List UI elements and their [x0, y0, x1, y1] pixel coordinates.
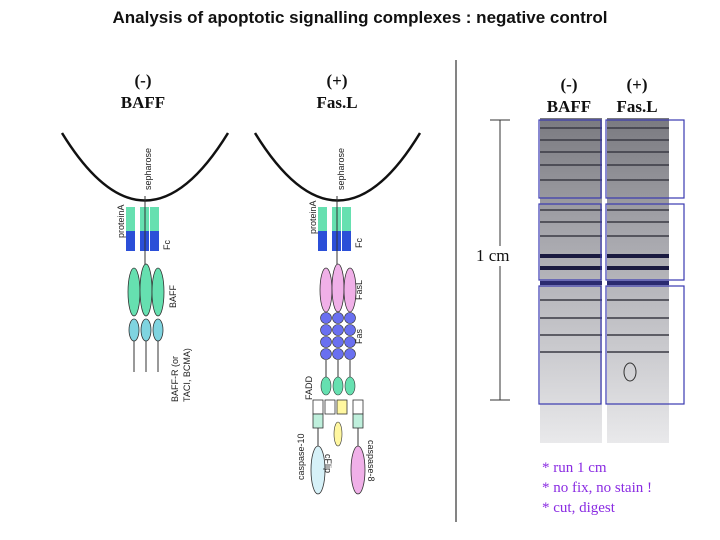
excision-box-2	[605, 119, 685, 199]
excision-box-1	[538, 119, 602, 199]
protein-a-left-3	[150, 207, 159, 231]
excision-box-3	[538, 203, 602, 281]
fc-label-left: Fc	[162, 240, 172, 250]
baffr-3	[152, 318, 164, 342]
page-title: Analysis of apoptotic signalling complex…	[112, 8, 608, 27]
fas-label: Fas	[354, 328, 364, 344]
baff-trimer-3	[151, 267, 165, 317]
fasl-label: FasL	[354, 280, 364, 300]
caspase-8-label: caspase-8	[366, 440, 376, 482]
lane-sign-positive: (+)	[626, 75, 648, 94]
cflip-dd	[336, 399, 348, 415]
protein-a-label-right: proteinA	[308, 200, 318, 234]
fadd-3	[344, 376, 356, 396]
sepharose-bead-right	[253, 132, 422, 202]
fasl-complex: sepharose proteinA Fc FasL Fas FADD casp…	[253, 132, 422, 495]
caspase-8-domain	[350, 445, 366, 495]
lane-label-baff: (-) BAFF	[534, 74, 604, 118]
gel-strong-bands	[540, 254, 669, 285]
baffr-label-2: TACI, BCMA)	[182, 348, 192, 402]
excision-box-6	[605, 285, 685, 405]
name-baff: BAFF	[120, 93, 166, 112]
excision-box-4	[605, 203, 685, 281]
lane-name-baff: BAFF	[546, 97, 592, 116]
fasl-trimer-3	[343, 267, 357, 313]
note-item: * run 1 cm	[542, 460, 607, 476]
sign-positive: (+)	[326, 71, 348, 90]
fc-right-1	[318, 231, 327, 251]
lane-sign-negative: (-)	[560, 75, 578, 94]
baff-trimer-1	[127, 267, 141, 317]
baffr-1	[128, 318, 140, 342]
cflip-domain	[333, 421, 343, 447]
gel-image	[490, 118, 685, 443]
fasl-trimer-1	[319, 267, 333, 313]
protein-a-right-3	[342, 207, 351, 231]
caspase-10-label: caspase-10	[296, 433, 306, 480]
fadd-label: FADD	[304, 375, 314, 400]
protein-a-left-1	[126, 207, 135, 231]
lane-label-fasl: (+) Fas.L	[602, 74, 672, 118]
gel-spot-mark	[623, 362, 637, 382]
sign-negative: (-)	[134, 71, 152, 90]
fc-left-3	[150, 231, 159, 251]
baffr-2	[140, 318, 152, 342]
fc-label-right: Fc	[354, 238, 364, 248]
sepharose-label-left: sepharose	[143, 148, 153, 190]
caspase-10-domain	[310, 445, 326, 495]
notes-list: * run 1 cm * no fix, no stain ! * cut, d…	[542, 458, 652, 518]
note-item: * cut, digest	[542, 500, 615, 516]
gel-bands	[540, 127, 669, 353]
fas-receptor-domains	[320, 312, 356, 360]
fadd-2	[332, 376, 344, 396]
fc-right-3	[342, 231, 351, 251]
label-baff-negative: (-) BAFF	[108, 70, 178, 114]
note-item: * no fix, no stain !	[542, 480, 652, 496]
label-fasl-positive: (+) Fas.L	[302, 70, 372, 114]
cflip-label: cFlip	[323, 454, 333, 473]
scale-label: 1 cm	[474, 246, 512, 266]
protein-a-right-1	[318, 207, 327, 231]
baffr-label: BAFF-R (or	[170, 356, 180, 402]
protein-a-label-left: proteinA	[116, 204, 126, 238]
fc-left-1	[126, 231, 135, 251]
sepharose-label-right: sepharose	[336, 148, 346, 190]
fadd-1	[320, 376, 332, 396]
fasl-trimer-2	[331, 263, 345, 313]
excision-box-5	[538, 285, 602, 405]
name-fasl: Fas.L	[316, 93, 358, 112]
baff-complex: sepharose proteinA Fc BAFF BAFF-R (or TA…	[60, 132, 230, 402]
baff-trimer-2	[139, 263, 153, 317]
baff-label: BAFF	[168, 284, 178, 308]
lane-name-fasl: Fas.L	[616, 97, 658, 116]
